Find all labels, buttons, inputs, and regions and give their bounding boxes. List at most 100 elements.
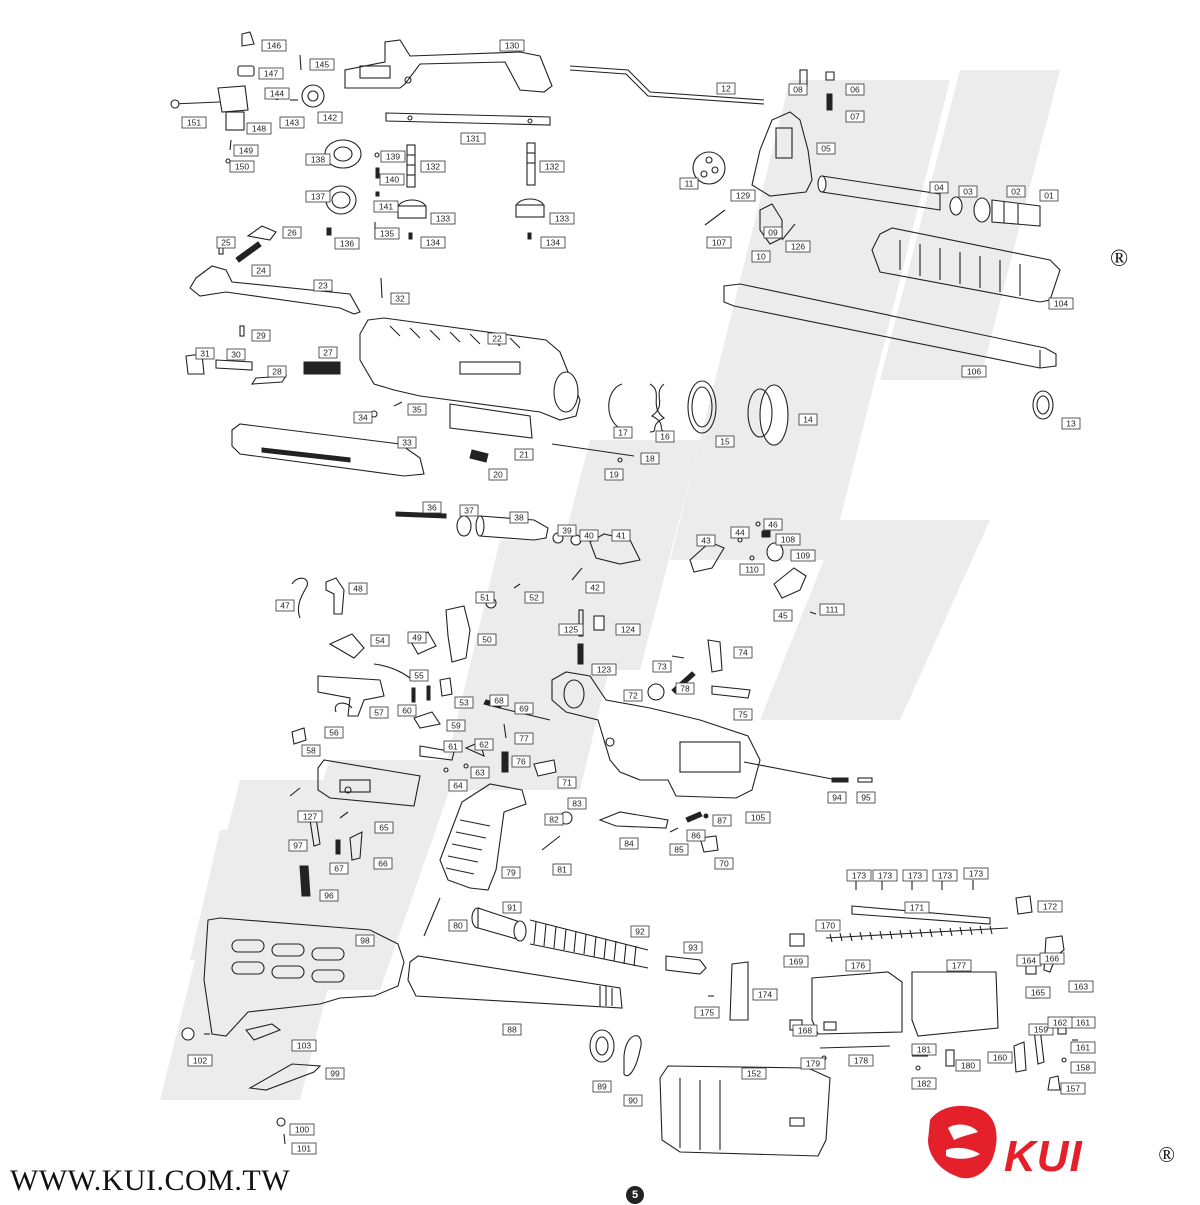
part-label-box [502,901,522,914]
part-label-text: 106 [967,367,981,377]
part-label: 180 [955,1059,981,1072]
part-label-box [264,87,290,100]
part-label: 148 [246,122,272,135]
part-label: 52 [524,591,544,604]
part-label: 88 [502,1023,522,1036]
part-label-text: 108 [781,535,795,545]
part-label-box [470,766,490,779]
part-label-box [623,1094,643,1107]
part-label-text: 173 [938,871,952,881]
part-label-text: 01 [1044,191,1054,201]
part-label: 130 [499,39,525,52]
part-label-text: 135 [380,229,394,239]
part-label: 86 [686,829,706,842]
part-label-box [827,791,847,804]
part-label-text: 70 [719,859,729,869]
part-label-box [477,633,497,646]
part-label-box [233,144,259,157]
part-label: 129 [730,189,756,202]
part-label: 29 [251,329,271,342]
part-label-text: 06 [850,85,860,95]
part-label-text: 30 [231,350,241,360]
trigger-group [289,577,521,897]
part-label-box [1047,1016,1073,1029]
part-label: 171 [904,901,930,914]
part-label: 149 [233,144,259,157]
part-label: 100 [289,1123,315,1136]
part-label-text: 172 [1043,902,1057,912]
part-label: 106 [961,365,987,378]
part-label: 173 [963,867,989,880]
part-label: 141 [373,200,399,213]
part-label: 72 [623,689,643,702]
part-label-text: 43 [701,536,711,546]
part-label-text: 41 [616,531,626,541]
part-label-box [790,549,816,562]
part-label-box [443,740,463,753]
part-label: 165 [1025,986,1051,999]
part-label-box [397,436,417,449]
part-label-text: 64 [453,781,463,791]
part-label: 45 [773,609,793,622]
part-label-box [640,452,660,465]
part-label-text: 91 [507,903,517,913]
part-label-text: 129 [736,191,750,201]
part-label-box [819,603,845,616]
part-label: 109 [790,549,816,562]
part-label: 132 [420,160,446,173]
part-label-box [430,212,456,225]
part-label-box [291,1039,317,1052]
part-label-text: 02 [1011,187,1021,197]
part-label-box [446,719,466,732]
part-label-box [752,988,778,1001]
part-label-box [694,1006,720,1019]
part-label-text: 79 [506,868,516,878]
part-label-text: 33 [402,438,412,448]
part-label-text: 75 [738,710,748,720]
part-label-box [630,925,650,938]
part-label-text: 141 [379,202,393,212]
part-label-box [1070,1061,1096,1074]
part-label-text: 55 [414,671,424,681]
part-label-box [845,83,865,96]
part-label: 135 [374,227,400,240]
part-label-box [460,132,486,145]
part-label-text: 127 [303,812,317,822]
part-label-text: 179 [806,1059,820,1069]
part-label-text: 45 [778,611,788,621]
part-label-box [282,226,302,239]
part-label: 111 [819,603,845,616]
part-label: 169 [783,955,809,968]
part-label-text: 182 [917,1079,931,1089]
part-label-text: 170 [821,921,835,931]
part-label: 181 [911,1043,937,1056]
part-label-box [958,185,978,198]
part-label: 84 [619,837,639,850]
part-label-box [1039,189,1059,202]
part-label: 16 [655,430,675,443]
part-label-text: 40 [584,531,594,541]
part-label: 48 [348,582,368,595]
part-label: 85 [669,843,689,856]
part-label-box [669,843,689,856]
part-label: 24 [251,264,271,277]
part-label-text: 125 [564,625,578,635]
brand-registered-mark: ® [1158,1142,1175,1167]
part-label-text: 11 [685,179,694,189]
part-label-text: 08 [793,85,803,95]
part-label-box [1068,980,1094,993]
part-label: 38 [509,511,529,524]
part-label: 131 [460,132,486,145]
part-label: 10 [751,250,771,263]
part-label-box [291,1142,317,1155]
part-label-box [318,346,338,359]
part-label-text: 32 [395,294,405,304]
part-label-box [714,857,734,870]
part-label-text: 173 [908,871,922,881]
part-label-text: 51 [480,593,490,603]
part-label: 27 [318,346,338,359]
part-label: 173 [872,869,898,882]
part-label-box [955,1059,981,1072]
